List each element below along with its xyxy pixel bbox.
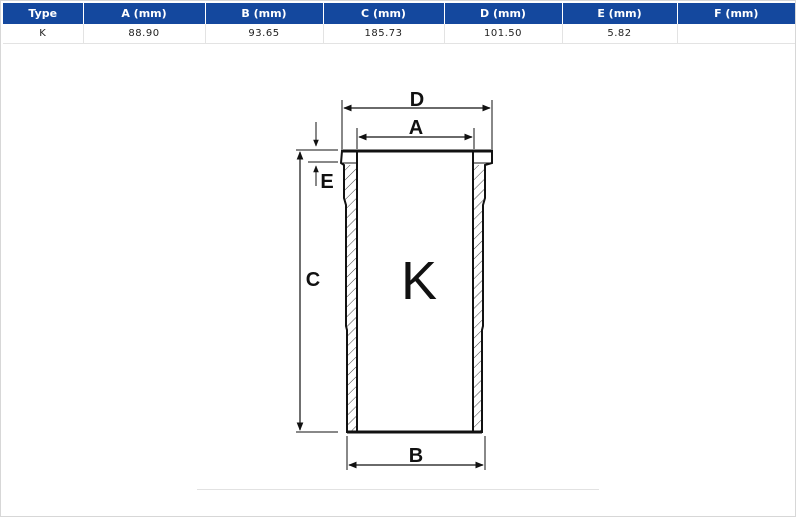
header-c: C (mm) (323, 3, 445, 24)
type-letter: K (401, 251, 437, 311)
cell-e: 5.82 (562, 24, 678, 44)
cell-d: 101.50 (444, 24, 563, 44)
cell-type: K (3, 24, 84, 44)
label-a: A (409, 117, 423, 139)
header-a: A (mm) (83, 3, 206, 24)
header-e: E (mm) (562, 3, 678, 24)
header-b: B (mm) (205, 3, 324, 24)
label-b: B (409, 445, 423, 467)
label-d: D (410, 89, 424, 111)
header-type: Type (3, 3, 84, 24)
label-e: E (320, 171, 333, 193)
right-wall (473, 165, 484, 432)
label-c: C (306, 269, 320, 291)
cell-a: 88.90 (83, 24, 206, 44)
header-f: F (mm) (677, 3, 795, 24)
header-d: D (mm) (444, 3, 563, 24)
divider (197, 489, 599, 490)
table-row: K 88.90 93.65 185.73 101.50 5.82 (3, 24, 795, 44)
cell-c: 185.73 (323, 24, 445, 44)
cell-f (677, 24, 795, 44)
dimensions-table: Type A (mm) B (mm) C (mm) D (mm) E (mm) … (3, 3, 795, 44)
table-header-row: Type A (mm) B (mm) C (mm) D (mm) E (mm) … (3, 3, 795, 24)
cell-b: 93.65 (205, 24, 324, 44)
